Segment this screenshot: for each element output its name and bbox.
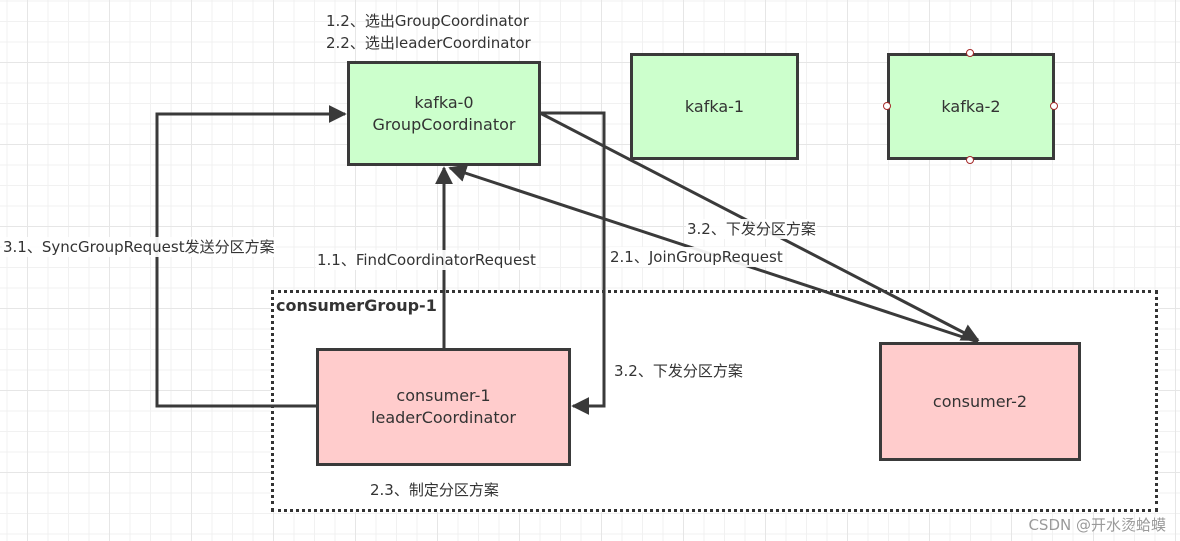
resize-handle-bottom[interactable]	[966, 156, 974, 164]
node-consumer-1[interactable]: consumer-1 leaderCoordinator	[316, 348, 571, 466]
node-consumer-1-name: consumer-1	[396, 386, 491, 405]
label-step-1-1: 1.1、FindCoordinatorRequest	[316, 250, 537, 270]
watermark: CSDN @开水烫蛤蟆	[1028, 516, 1166, 534]
label-step-2-2: 2.2、选出leaderCoordinator	[326, 34, 531, 52]
label-step-2-3: 2.3、制定分区方案	[369, 480, 500, 500]
node-kafka-2-name: kafka-2	[941, 96, 1001, 116]
node-kafka-0[interactable]: kafka-0 GroupCoordinator	[347, 61, 541, 166]
resize-handle-left[interactable]	[883, 102, 891, 110]
edge-assign-partitions-consumer-1[interactable]	[540, 111, 606, 415]
label-step-3-2-top: 3.2、下发分区方案	[686, 219, 817, 239]
node-consumer-2-name: consumer-2	[932, 391, 1028, 411]
label-step-2-1: 2.1、JoinGroupRequest	[609, 247, 784, 267]
node-kafka-1[interactable]: kafka-1	[630, 53, 799, 160]
label-step-1-2: 1.2、选出GroupCoordinator	[326, 12, 529, 30]
label-step-3-1: 3.1、SyncGroupRequest发送分区方案	[2, 237, 276, 257]
consumer-group-title: consumerGroup-1	[276, 296, 437, 315]
resize-handle-top[interactable]	[966, 49, 974, 57]
node-consumer-1-role: leaderCoordinator	[371, 408, 516, 427]
node-kafka-0-role: GroupCoordinator	[372, 114, 516, 134]
node-consumer-2[interactable]: consumer-2	[879, 342, 1081, 461]
node-kafka-2[interactable]: kafka-2	[887, 53, 1055, 160]
edge-sync-group-request[interactable]	[155, 105, 347, 408]
label-step-3-2-right: 3.2、下发分区方案	[613, 361, 744, 381]
node-kafka-0-name: kafka-0	[414, 92, 474, 112]
resize-handle-right[interactable]	[1050, 102, 1058, 110]
node-kafka-1-name: kafka-1	[684, 96, 745, 116]
